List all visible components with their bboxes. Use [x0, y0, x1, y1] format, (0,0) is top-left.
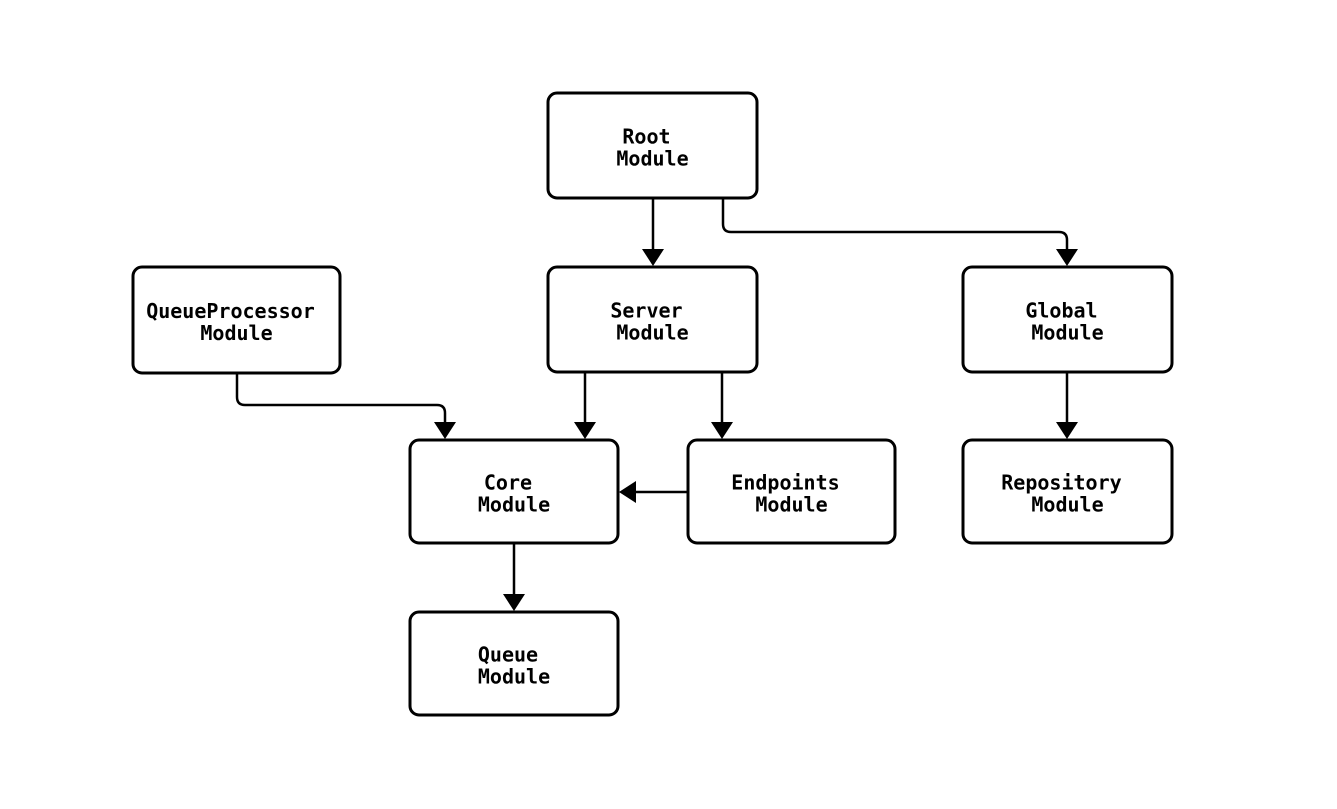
node-server-module-box — [546, 265, 759, 374]
node-endpoints-module-box — [686, 438, 897, 545]
node-queue-module-label: Queue Module — [478, 643, 550, 689]
node-server-module-label: Server Module — [610, 299, 694, 345]
edges — [235, 198, 1078, 611]
node-repository-module-box — [961, 438, 1174, 545]
node-root-module: Root Module — [546, 91, 759, 200]
node-global-module-box — [961, 265, 1174, 374]
node-queueprocessor-module: QueueProcessor Module — [131, 265, 342, 375]
node-root-module-box — [546, 91, 759, 200]
node-repository-module: Repository Module — [961, 438, 1174, 545]
node-core-module: Core Module — [408, 438, 620, 545]
node-root-module-label: Root Module — [616, 125, 688, 171]
node-repository-module-label: Repository Module — [1001, 471, 1133, 517]
node-queue-module-box — [408, 610, 620, 717]
node-queueprocessor-module-box — [131, 265, 342, 375]
node-endpoints-module-label: Endpoints Module — [731, 471, 851, 517]
edge-root-to-global — [721, 198, 1078, 266]
node-endpoints-module: Endpoints Module — [686, 438, 897, 545]
edge-queueprocessor-to-core — [235, 373, 456, 439]
node-global-module: Global Module — [961, 265, 1174, 374]
node-core-module-box — [408, 438, 620, 545]
node-queueprocessor-module-label: QueueProcessor Module — [146, 299, 327, 345]
node-queue-module: Queue Module — [408, 610, 620, 717]
node-global-module-label: Global Module — [1025, 299, 1109, 345]
node-server-module: Server Module — [546, 265, 759, 374]
node-core-module-label: Core Module — [478, 471, 550, 517]
